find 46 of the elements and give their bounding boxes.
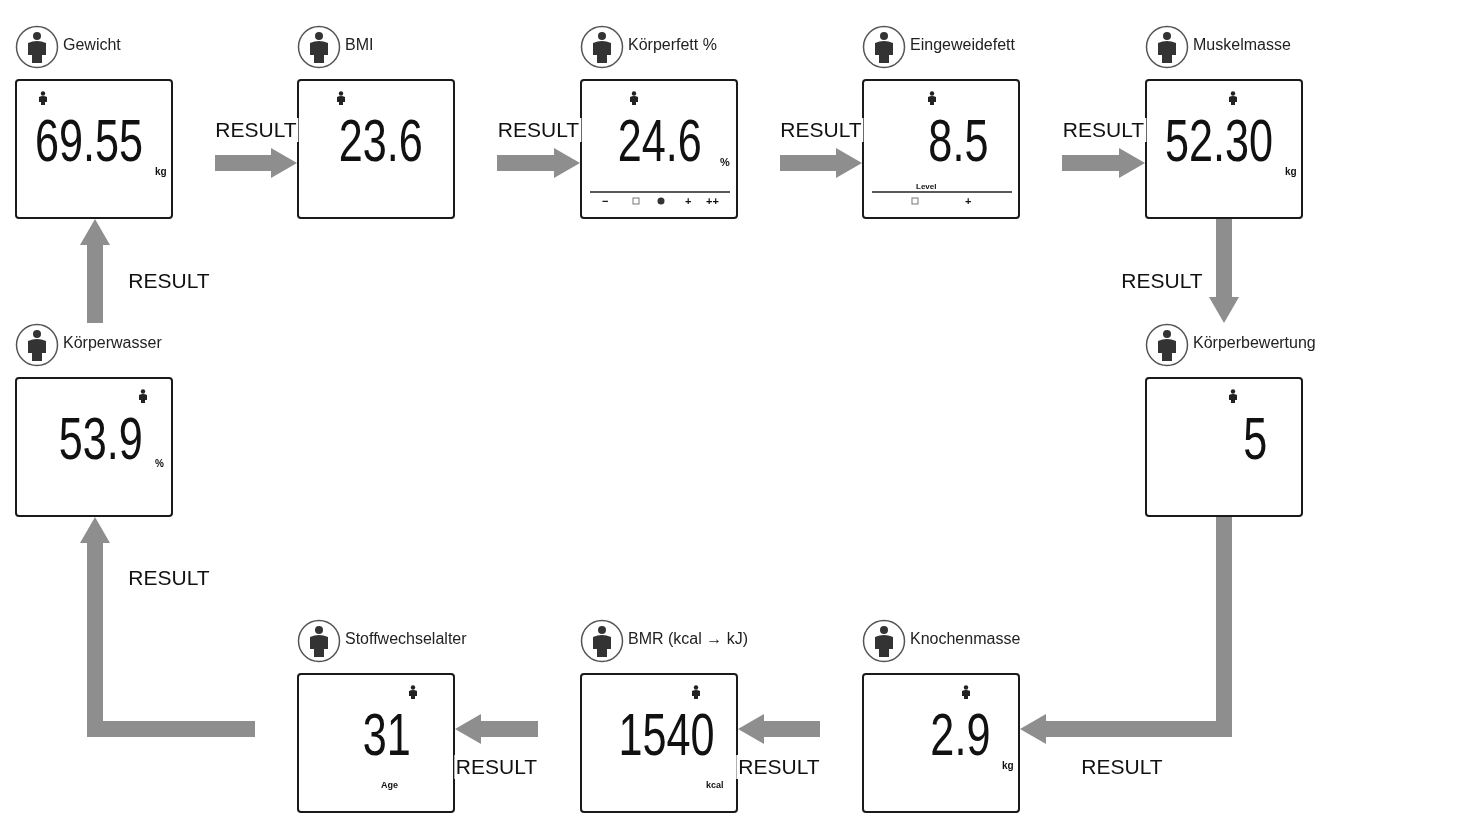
measurement-caption: Körperfett % bbox=[628, 36, 717, 54]
edge-label: RESULT bbox=[778, 118, 864, 142]
measurement-caption: Körperbewertung bbox=[1193, 334, 1316, 352]
display-label: Level bbox=[916, 183, 937, 191]
reading-value: 2.9 bbox=[929, 703, 990, 767]
reading-value: 24.6 bbox=[617, 109, 702, 173]
measurement-caption: Eingeweidefett bbox=[910, 36, 1015, 54]
measurement-caption: Muskelmasse bbox=[1193, 36, 1291, 54]
reading-value: 23.6 bbox=[338, 109, 423, 173]
display-label: kcal bbox=[706, 781, 724, 790]
block-arrow bbox=[1209, 219, 1239, 323]
block-arrow bbox=[80, 517, 255, 737]
measurement-caption: BMI bbox=[345, 36, 374, 54]
display-label: kg bbox=[1285, 167, 1297, 177]
reading-value: 31 bbox=[362, 703, 411, 767]
display-label: % bbox=[155, 459, 164, 469]
display-label: kg bbox=[1002, 761, 1014, 771]
display-label: % bbox=[720, 157, 730, 168]
reading-value: 53.9 bbox=[58, 407, 143, 471]
block-arrow bbox=[780, 148, 862, 178]
display-label: kg bbox=[155, 167, 167, 177]
block-arrow bbox=[80, 219, 110, 323]
block-arrow bbox=[215, 148, 297, 178]
edge-label: RESULT bbox=[453, 755, 540, 779]
measurement-caption: Gewicht bbox=[63, 36, 121, 54]
block-arrow bbox=[1062, 148, 1145, 178]
block-arrow bbox=[497, 148, 580, 178]
edge-label: RESULT bbox=[736, 755, 822, 779]
display-label: ++ bbox=[706, 196, 719, 207]
block-arrow bbox=[455, 714, 538, 744]
reading-value: 69.55 bbox=[34, 109, 143, 173]
display-label: + bbox=[685, 196, 692, 207]
display-label: + bbox=[965, 196, 972, 207]
edge-label: RESULT bbox=[213, 118, 299, 142]
measurement-caption: BMR (kcal → kJ) bbox=[628, 630, 748, 648]
measurement-caption: Körperwasser bbox=[63, 334, 162, 352]
measurement-caption: Stoffwechselalter bbox=[345, 630, 467, 648]
block-arrow bbox=[1020, 517, 1232, 744]
reading-value: 5 bbox=[1242, 407, 1267, 471]
reading-value: 1540 bbox=[617, 703, 714, 767]
reading-value: 8.5 bbox=[927, 109, 988, 173]
reading-value: 52.30 bbox=[1164, 109, 1273, 173]
display-label: Age bbox=[381, 781, 398, 790]
block-arrow bbox=[738, 714, 820, 744]
display-label: − bbox=[602, 196, 609, 207]
measurement-caption: Knochenmasse bbox=[910, 630, 1021, 648]
